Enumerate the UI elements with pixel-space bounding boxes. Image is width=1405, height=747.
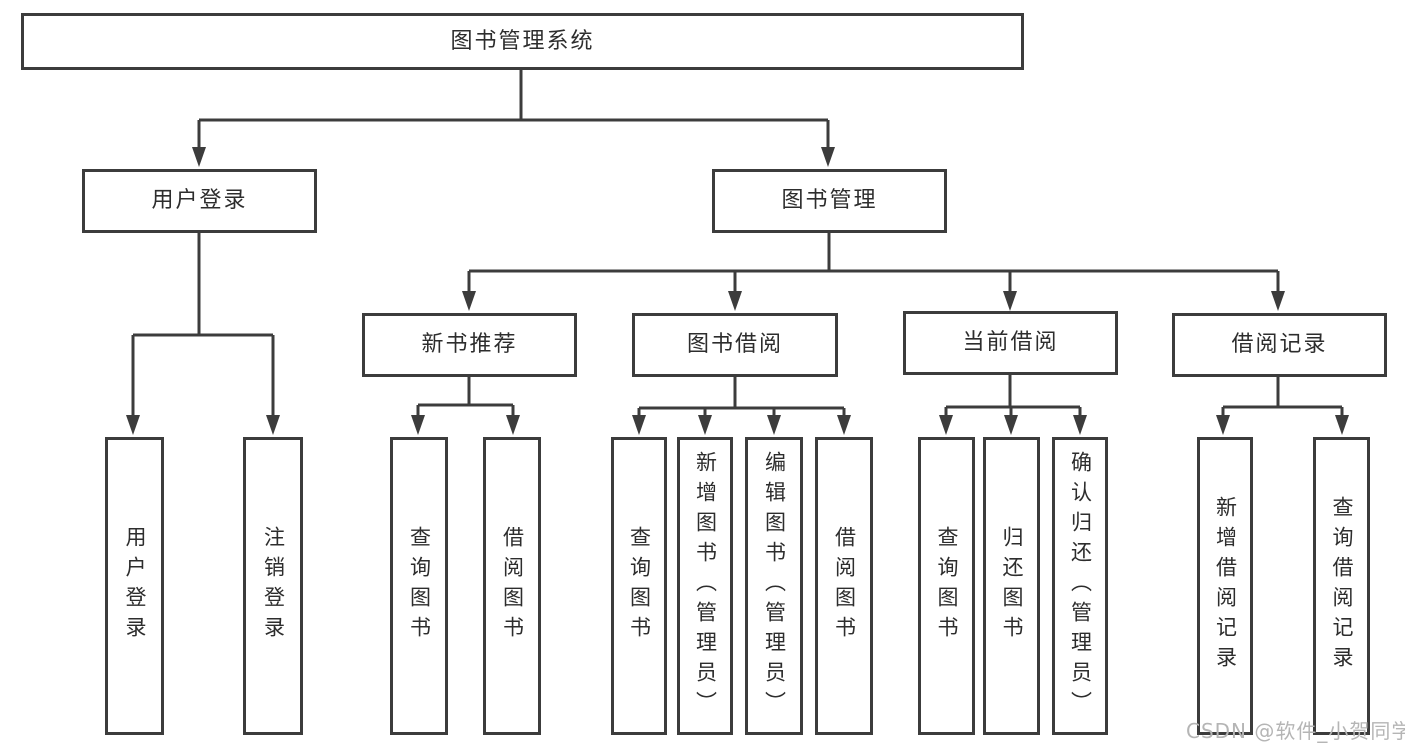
node-book-management-label: 图书管理	[781, 188, 878, 213]
connector-book-management	[467, 233, 1280, 295]
leaf-query-books-1: 查询图书	[390, 437, 448, 735]
leaf-add-book-admin: 新增图书（管理员）	[677, 437, 733, 735]
connector-root	[197, 67, 830, 150]
leaf-borrow-books-2-label: 借阅图书	[832, 526, 857, 646]
node-current-borrow-label: 当前借阅	[962, 330, 1059, 355]
connector-current-borrow	[944, 375, 1082, 419]
node-user-login: 用户登录	[82, 169, 317, 233]
node-book-management: 图书管理	[712, 169, 947, 233]
leaf-borrow-books-2: 借阅图书	[815, 437, 873, 735]
node-borrow-records: 借阅记录	[1172, 313, 1387, 377]
leaf-user-login: 用户登录	[105, 437, 164, 735]
leaf-query-borrow-record: 查询借阅记录	[1313, 437, 1370, 735]
leaf-borrow-books-1: 借阅图书	[483, 437, 541, 735]
node-user-login-label: 用户登录	[151, 188, 248, 213]
leaf-return-books-label: 归还图书	[1000, 526, 1024, 646]
node-new-book-recommend: 新书推荐	[362, 313, 577, 377]
node-root-label: 图书管理系统	[450, 28, 595, 54]
leaf-edit-book-admin: 编辑图书（管理员）	[745, 437, 803, 735]
leaf-query-books-3: 查询图书	[918, 437, 975, 735]
leaf-logout: 注销登录	[243, 437, 303, 735]
csdn-watermark: CSDN @软件_小贺同学	[1186, 719, 1405, 743]
connector-book-borrow	[637, 377, 846, 419]
connector-user-login	[131, 233, 275, 419]
node-root: 图书管理系统	[21, 13, 1024, 70]
leaf-query-books-2-label: 查询图书	[627, 526, 652, 646]
leaf-borrow-books-1-label: 借阅图书	[500, 526, 525, 646]
leaf-confirm-return-admin-label: 确认归还（管理员）	[1068, 451, 1093, 721]
leaf-logout-label: 注销登录	[261, 526, 286, 646]
leaf-query-books-1-label: 查询图书	[407, 526, 432, 646]
leaf-edit-book-admin-label: 编辑图书（管理员）	[762, 451, 787, 721]
node-new-book-recommend-label: 新书推荐	[421, 332, 518, 357]
node-book-borrow: 图书借阅	[632, 313, 838, 377]
arrowheads	[126, 147, 1349, 435]
leaf-query-books-2: 查询图书	[611, 437, 667, 735]
leaf-user-login-label: 用户登录	[123, 526, 147, 646]
leaf-add-book-admin-label: 新增图书（管理员）	[693, 451, 718, 721]
leaf-confirm-return-admin: 确认归还（管理员）	[1052, 437, 1108, 735]
connector-new-book-recommend	[416, 377, 515, 419]
leaf-add-borrow-record-label: 新增借阅记录	[1213, 496, 1238, 676]
node-current-borrow: 当前借阅	[903, 311, 1118, 375]
leaf-query-books-3-label: 查询图书	[935, 526, 959, 646]
node-borrow-records-label: 借阅记录	[1231, 332, 1328, 357]
leaf-query-borrow-record-label: 查询借阅记录	[1330, 496, 1354, 676]
node-book-borrow-label: 图书借阅	[686, 332, 783, 357]
leaf-return-books: 归还图书	[983, 437, 1040, 735]
connector-borrow-records	[1221, 377, 1344, 419]
leaf-add-borrow-record: 新增借阅记录	[1197, 437, 1253, 735]
